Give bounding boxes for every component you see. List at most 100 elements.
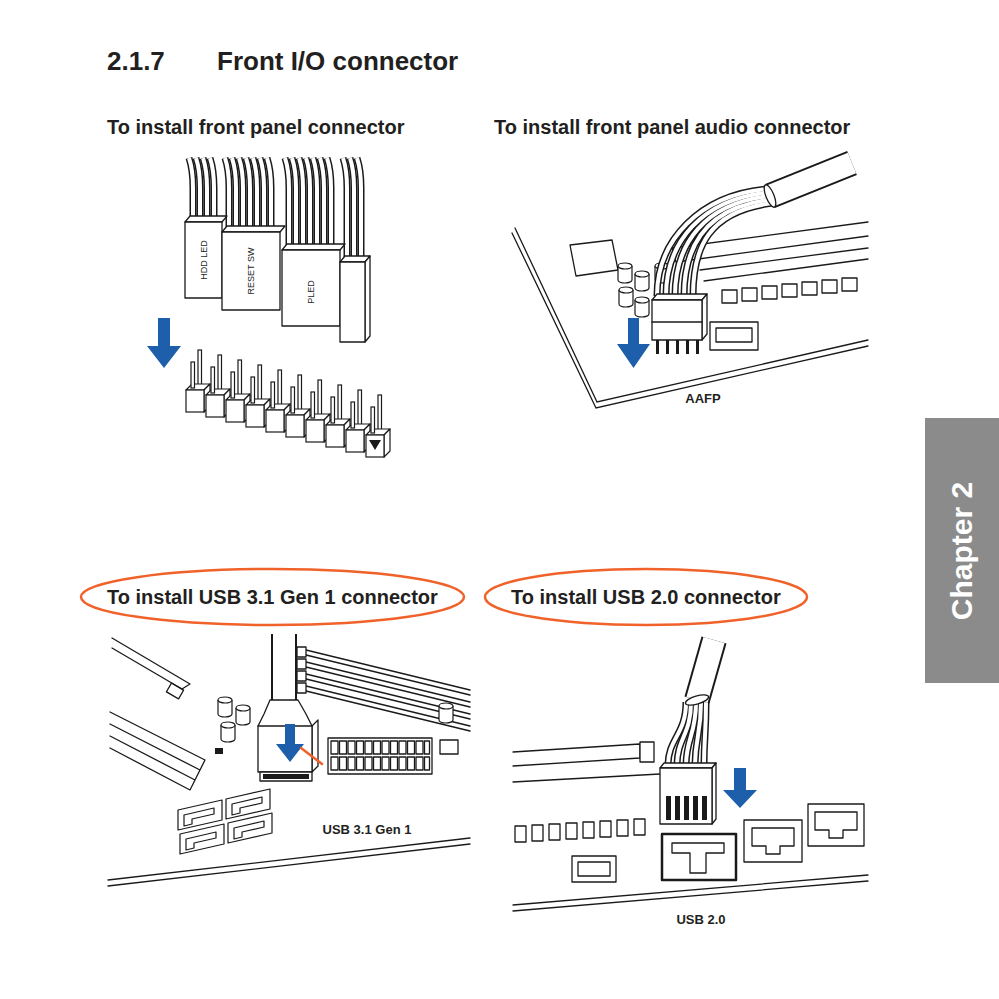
motherboard-usb31 xyxy=(391,741,398,754)
motherboard-usb20 xyxy=(513,742,868,911)
motherboard-usb20 xyxy=(549,824,560,840)
label-holder: USB 2.0 xyxy=(676,913,725,928)
step-heading: To install front panel connector xyxy=(107,116,404,138)
header-label: AAFP xyxy=(685,391,720,406)
motherboard-audio xyxy=(822,280,837,293)
motherboard-usb31 xyxy=(374,757,381,770)
motherboard-audio xyxy=(570,240,618,276)
usb31-cable xyxy=(273,634,295,704)
motherboard-audio xyxy=(802,282,817,295)
step-heading: To install front panel audio connector xyxy=(494,116,850,138)
motherboard-usb31 xyxy=(236,705,250,725)
motherboard-usb20 xyxy=(752,828,794,854)
usb31-cable xyxy=(258,700,312,772)
usb20-cable xyxy=(675,796,680,820)
label-holder: RESET SW xyxy=(246,248,256,295)
motherboard-usb20 xyxy=(513,881,868,911)
motherboard-usb31 xyxy=(215,748,223,754)
insert-arrow xyxy=(617,318,650,368)
front-panel-cable xyxy=(340,262,365,342)
label-holder: HDD LED xyxy=(198,240,208,280)
label-holder: PLED xyxy=(306,280,316,304)
header-label: USB 2.0 xyxy=(676,912,725,927)
usb20-cable xyxy=(660,640,716,824)
usb31-cable xyxy=(271,634,297,704)
motherboard-usb31 xyxy=(112,638,190,689)
pin-header xyxy=(366,395,390,457)
connector-label: RESET SW xyxy=(246,248,256,295)
motherboard-usb31 xyxy=(399,757,406,770)
front-panel-cable xyxy=(185,158,370,342)
motherboard-usb31 xyxy=(180,824,224,854)
audio-cable xyxy=(657,189,773,296)
audio-cable xyxy=(652,321,702,322)
motherboard-usb31 xyxy=(357,741,364,754)
motherboard-usb31 xyxy=(439,703,453,723)
chapter-tab: Chapter 2 xyxy=(925,418,999,683)
motherboard-usb31 xyxy=(110,712,205,790)
motherboard-audio xyxy=(618,263,632,283)
motherboard-audio xyxy=(710,322,758,350)
heading-text: To install USB 2.0 connector xyxy=(511,585,781,609)
label-holder: AAFP xyxy=(685,392,720,407)
audio-cable xyxy=(762,183,778,208)
motherboard-usb20 xyxy=(513,744,640,766)
motherboard-usb31 xyxy=(374,741,381,754)
motherboard-usb31 xyxy=(340,741,347,754)
motherboard-usb31 xyxy=(328,738,432,774)
usb20-cable xyxy=(668,702,706,766)
motherboard-usb20 xyxy=(513,875,868,905)
motherboard-audio xyxy=(842,278,857,291)
connector-label: PLED xyxy=(306,280,316,304)
header-label: USB 3.1 Gen 1 xyxy=(323,822,412,837)
motherboard-usb20 xyxy=(634,819,645,835)
usb31-cable xyxy=(263,774,309,779)
heading-text: To install USB 3.1 Gen 1 connector xyxy=(107,585,438,609)
insert-arrow xyxy=(723,768,757,808)
usb20-cable xyxy=(660,763,716,768)
annotation-ellipse xyxy=(81,569,464,625)
annotation-stroke xyxy=(301,748,322,764)
audio-cable xyxy=(702,294,707,340)
audio-cable xyxy=(770,163,852,196)
audio-cable xyxy=(686,340,689,354)
motherboard-usb20 xyxy=(600,821,611,837)
motherboard-usb31 xyxy=(331,741,338,754)
chapter-label: Chapter 2 xyxy=(944,481,980,619)
motherboard-usb20 xyxy=(532,825,543,841)
usb20-cable xyxy=(684,693,709,707)
front-panel-cable xyxy=(365,256,370,342)
motherboard-usb20 xyxy=(617,820,628,836)
front-panel-cable xyxy=(185,216,227,222)
usb20-cable xyxy=(660,768,712,824)
audio-cable xyxy=(676,340,679,354)
section-number: 2.1.7 xyxy=(107,46,165,76)
motherboard-usb20 xyxy=(578,862,610,876)
motherboard-usb31 xyxy=(331,757,338,770)
motherboard-usb20 xyxy=(808,804,864,846)
usb31-cable xyxy=(312,720,318,772)
motherboard-usb31 xyxy=(297,647,306,657)
motherboard-audio xyxy=(762,286,777,299)
motherboard-audio xyxy=(635,271,649,291)
motherboard-usb20 xyxy=(672,843,724,873)
motherboard-usb20 xyxy=(566,823,577,839)
front-panel-cable xyxy=(282,250,340,326)
motherboard-usb31 xyxy=(218,697,232,717)
motherboard-usb31 xyxy=(108,844,470,886)
motherboard-audio xyxy=(700,248,868,281)
motherboard-usb31 xyxy=(297,659,306,669)
section-title: Front I/O connector xyxy=(217,46,458,76)
audio-cable xyxy=(657,189,773,296)
usb20-cable xyxy=(697,640,714,700)
motherboard-usb31 xyxy=(297,683,306,693)
pin-header xyxy=(369,440,381,450)
label-holder: To install front panel audio connector xyxy=(494,116,850,139)
motherboard-usb31 xyxy=(365,757,372,770)
connector-label: HDD LED xyxy=(198,240,208,280)
motherboard-usb31 xyxy=(416,757,423,770)
usb31-cable xyxy=(260,772,312,781)
